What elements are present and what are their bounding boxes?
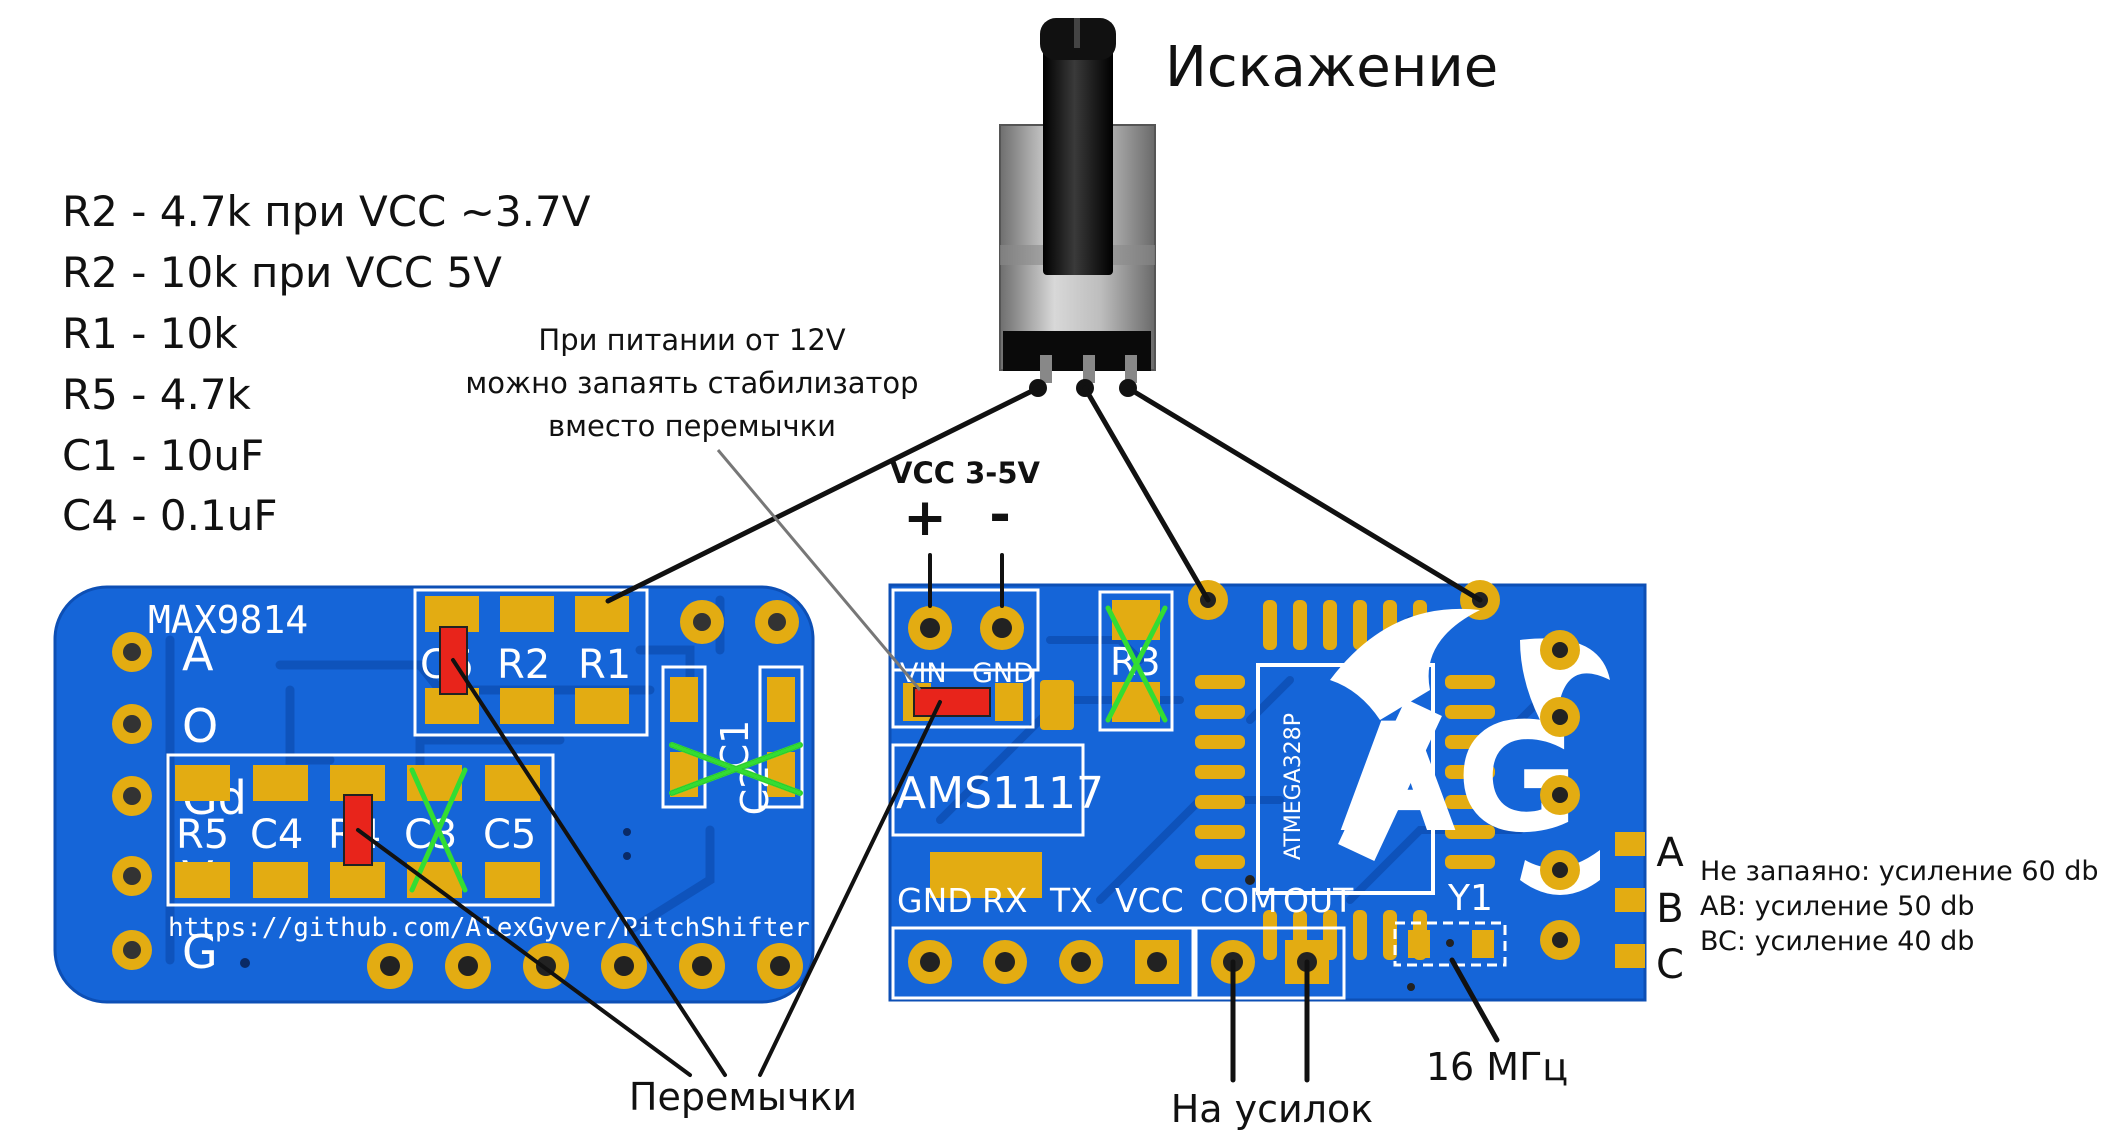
note-line: При питании от 12V [538, 323, 845, 357]
mic-cap-pads [670, 677, 795, 797]
atmega-chip: ATMEGA328P [1195, 600, 1495, 960]
header-pin-label: TX [1049, 881, 1093, 920]
regulator-label: AMS1117 [896, 768, 1104, 819]
regulator-outline [891, 743, 1085, 837]
diagram-title: Искажение [1165, 35, 1498, 100]
value-line: R2 - 4.7k при VCC ~3.7V [62, 187, 591, 236]
potentiometer [999, 18, 1156, 397]
mic-part-label: R5 [176, 812, 229, 858]
regulator-note: При питании от 12V можно запаять стабили… [465, 323, 918, 443]
logo-text: AG [1340, 692, 1579, 866]
plus-sign: + [903, 488, 947, 548]
note-line: вместо перемычки [548, 409, 836, 443]
jumpers-label: Перемычки [629, 1075, 857, 1119]
minus-sign: - [989, 485, 1011, 545]
gain-notes: Не запаяно: усиление 60 db AB: усиление … [1700, 856, 2099, 957]
pot-shaft [1043, 40, 1113, 275]
mic-part-label: C4 [250, 812, 303, 858]
mic-bottom-pads [175, 765, 540, 898]
value-line: R1 - 10k [62, 309, 238, 358]
mic-part-label: R1 [578, 642, 631, 688]
header-pin-label: VCC [1115, 881, 1184, 920]
mic-part-label: R2 [497, 642, 550, 688]
mcu-board: VIN GND AMS1117 R3 [888, 580, 1647, 1002]
value-line: C1 - 10uF [62, 431, 264, 480]
amp-output-label: На усилок [1171, 1087, 1374, 1131]
gain-note: AB: усиление 50 db [1700, 891, 1975, 922]
gain-note: BC: усиление 40 db [1700, 926, 1974, 957]
crystal-ref: Y1 [1447, 878, 1493, 919]
cross-r3 [1105, 605, 1168, 723]
gain-note: Не запаяно: усиление 60 db [1700, 856, 2099, 887]
mic-pin-column [112, 632, 152, 970]
jumper-leaders [356, 658, 942, 1077]
gain-pad-label-c: C [1656, 942, 1684, 988]
mic-pin-label: A [182, 627, 214, 681]
header-pin-label: RX [982, 881, 1028, 920]
mic-part-label: C5 [483, 812, 536, 858]
mic-pin-label: O [182, 699, 218, 753]
note-leader [716, 449, 922, 691]
header-pin-label: OUT [1283, 881, 1354, 920]
ag-logo: AG [1330, 608, 1610, 895]
mic-top-pads [425, 596, 629, 724]
component-values-list: R2 - 4.7k при VCC ~3.7V R2 - 10k при VCC… [62, 187, 591, 540]
mic-pin-label: G [182, 925, 218, 979]
mic-board-name: MAX9814 [148, 598, 308, 642]
value-line: R2 - 10k при VCC 5V [62, 248, 502, 297]
header-pin-label: COM [1200, 881, 1278, 920]
mcu-header-pins [908, 940, 1329, 984]
gain-pad-label-b: B [1656, 886, 1683, 932]
cross-c3 [409, 767, 468, 893]
jumper-vin [913, 687, 991, 717]
mic-bottom-pins [367, 943, 803, 989]
wires [605, 385, 1500, 1083]
header-pin-label: GND [897, 881, 973, 920]
value-line: R5 - 4.7k [62, 370, 252, 419]
chip-label: ATMEGA328P [1281, 713, 1306, 860]
gain-pad-label-a: A [1656, 830, 1684, 876]
note-line: можно запаять стабилизатор [465, 366, 918, 400]
mic-board: MAX9814 A O Gd V G C6 R2 R1 C1 [53, 585, 815, 1004]
value-line: C4 - 0.1uF [62, 491, 277, 540]
gain-solder-pads [1615, 832, 1645, 968]
jumper-r4 [343, 794, 373, 866]
crystal-label: 16 МГц [1426, 1045, 1568, 1089]
power-label: VCC 3-5V [890, 456, 1040, 490]
